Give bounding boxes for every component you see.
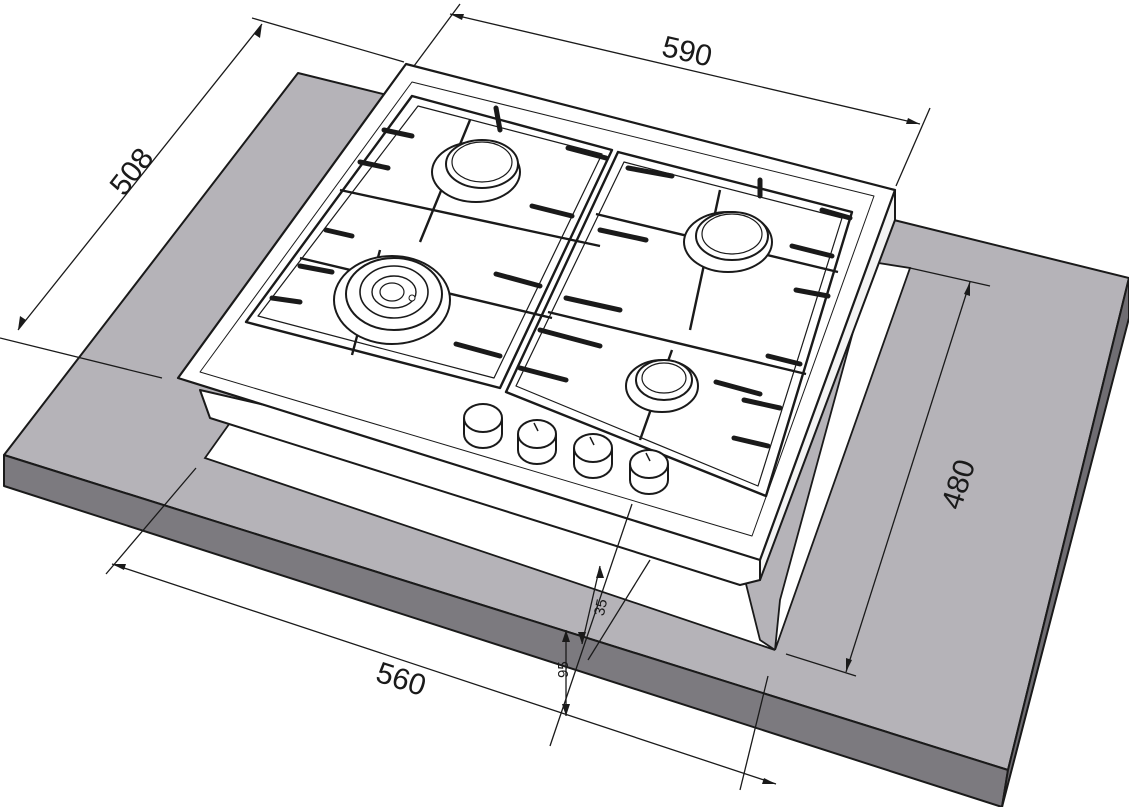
- dim-480-ext-top: [909, 267, 991, 287]
- dimension-arrows: [18, 14, 970, 784]
- dim-480-ext-bottom: [785, 653, 857, 677]
- control-knobs: [463, 403, 669, 495]
- dim-508-line: [17, 23, 263, 331]
- burner-front-right: [625, 359, 699, 413]
- dim-508-ext-top: [251, 17, 405, 63]
- grate-left-frame-inner: [257, 105, 603, 379]
- dim-590-line: [449, 13, 921, 125]
- knob-4: [629, 449, 669, 495]
- dim-35-line: [581, 565, 601, 645]
- hob-top-plate-inner: [199, 81, 875, 537]
- dim-590-ext-left: [413, 3, 461, 67]
- dim-508-ext-bottom: [0, 337, 163, 379]
- knob-3: [573, 433, 613, 479]
- burner-rear-left: [431, 139, 521, 203]
- cutout-front-gap: [203, 418, 776, 651]
- burners: [333, 139, 773, 413]
- dim-590-ext-right: [895, 107, 931, 187]
- grate-right-frame: [504, 150, 854, 498]
- grate-right-bar-h2: [547, 310, 807, 376]
- dim-label-590: 590: [659, 30, 715, 73]
- grate-left-bar-h1: [339, 188, 601, 248]
- burner-front-left-wok: [333, 255, 451, 345]
- knob-1: [463, 403, 503, 449]
- dim-95-ext-bottom: [587, 559, 651, 661]
- dim-label-508: 508: [104, 142, 161, 202]
- burner-rear-right: [683, 211, 773, 273]
- dim-label-560: 560: [372, 656, 430, 703]
- dim-label-35: 35: [591, 597, 611, 617]
- dim-560-ext-right: [739, 675, 769, 791]
- dim-560-ext-left: [105, 467, 197, 575]
- worktop-side-edge: [1001, 277, 1129, 807]
- dim-label-95: 95: [555, 661, 572, 678]
- grate-fingers: [269, 105, 853, 449]
- dim-560-line: [111, 563, 777, 785]
- knob-2: [517, 419, 557, 465]
- dim-480-line: [845, 281, 971, 673]
- grate-left-frame: [244, 94, 614, 390]
- pan-supports: [244, 94, 854, 498]
